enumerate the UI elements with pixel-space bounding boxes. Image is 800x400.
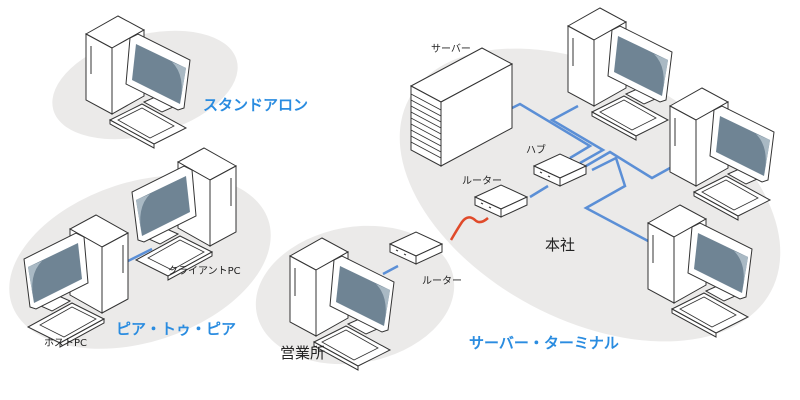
headquarters-router-label: ルーター bbox=[462, 176, 502, 187]
server-terminal-title: サーバー・ターミナル bbox=[469, 334, 619, 352]
pc2-hub-cable bbox=[585, 150, 671, 180]
server-label: サーバー bbox=[431, 44, 471, 55]
server bbox=[409, 47, 514, 167]
branch-office-label: 営業所 bbox=[280, 344, 326, 362]
pc1-hub-cable bbox=[549, 104, 606, 165]
router-hub-cable bbox=[529, 184, 549, 199]
lan-cables bbox=[119, 102, 671, 276]
peer-to-peer-title: ピア・トゥ・ピア bbox=[116, 320, 237, 338]
branch-router-label: ルーター bbox=[422, 276, 462, 287]
host-pc-label: ホストPC bbox=[44, 338, 88, 349]
wan-cable bbox=[449, 216, 489, 241]
headquarters-label: 本社 bbox=[545, 236, 576, 254]
server-hub-cable bbox=[511, 102, 593, 160]
standalone-title: スタンドアロン bbox=[203, 96, 309, 114]
branch-pc-router-cable bbox=[382, 264, 399, 276]
pc3-hub-cable bbox=[583, 156, 651, 244]
client-pc-label: クライアントPC bbox=[168, 266, 241, 277]
hub-label: ハブ bbox=[526, 145, 546, 156]
